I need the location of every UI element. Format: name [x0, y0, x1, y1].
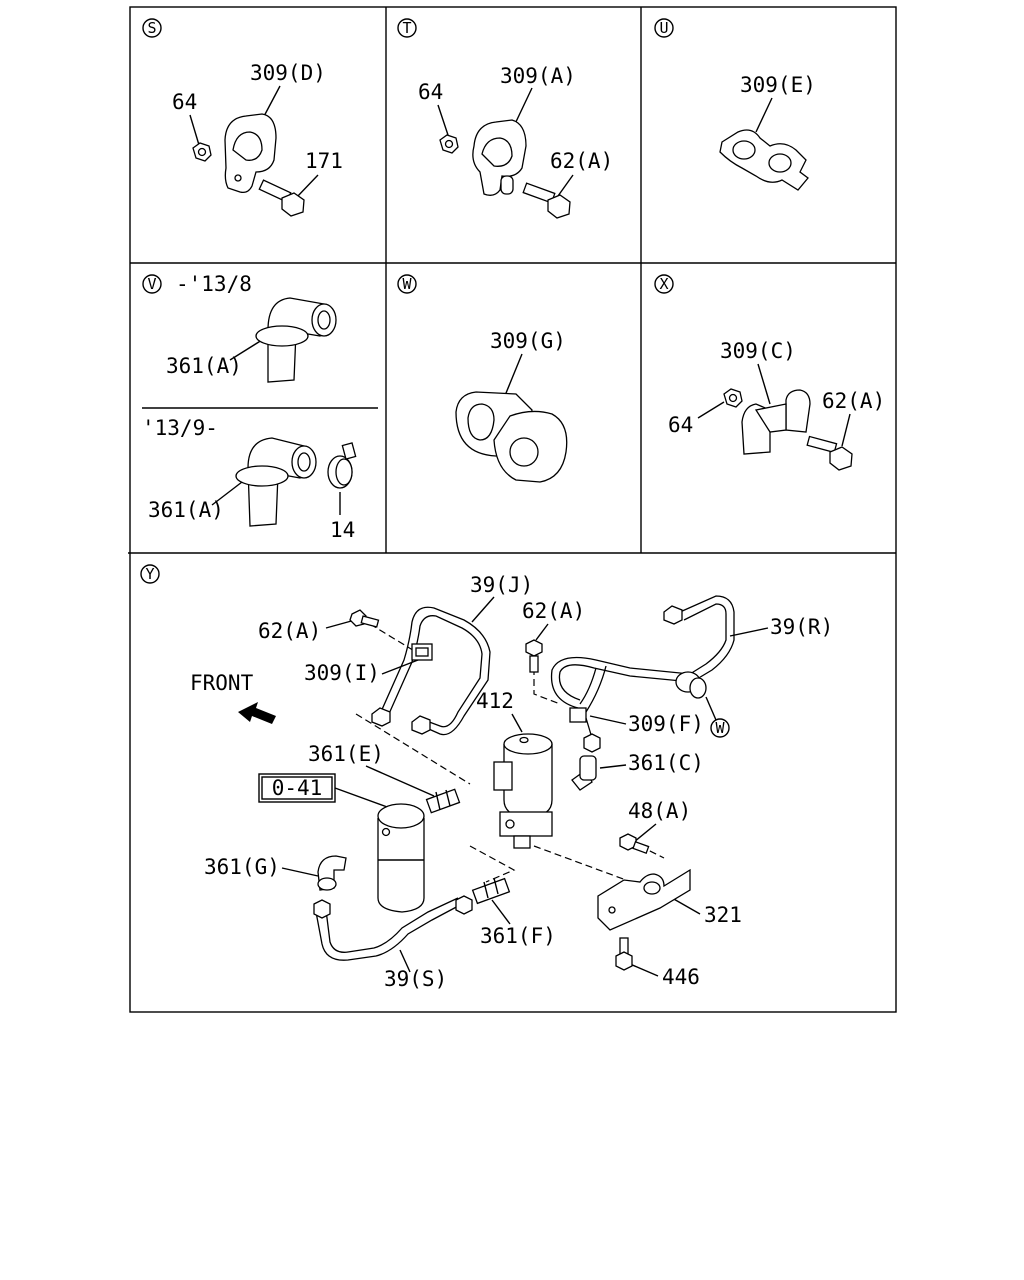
- valve-412-drawing: [493, 733, 553, 849]
- panel-y-marker: Y: [145, 565, 154, 583]
- label-64-t: 64: [418, 80, 443, 104]
- label-361f: 361(F): [480, 924, 556, 948]
- leader-lines: [281, 596, 769, 977]
- label-62a-t: 62(A): [550, 149, 613, 173]
- fitting-361a-lower-drawing: [235, 437, 317, 527]
- clip-309f-drawing: [569, 707, 601, 753]
- bolt-62a-left-drawing: [349, 609, 380, 628]
- label-39r: 39(R): [770, 615, 833, 639]
- label-309i: 309(I): [304, 661, 380, 685]
- bolt-48a-drawing: [619, 833, 650, 854]
- label-64-s: 64: [172, 90, 197, 114]
- label-361a-upper: 361(A): [166, 354, 242, 378]
- fitting-361e-drawing: [425, 788, 461, 814]
- nut-64-x-drawing: [723, 388, 743, 408]
- bolt-62a-t-drawing: [522, 182, 571, 219]
- label-309d: 309(D): [250, 61, 326, 85]
- label-39j: 39(J): [470, 573, 533, 597]
- label-62a-left: 62(A): [258, 619, 321, 643]
- bolt-62a-x-drawing: [806, 435, 853, 471]
- fitting-361a-upper-drawing: [255, 297, 337, 383]
- clip-309g-drawing: [455, 391, 568, 483]
- label-361c: 361(C): [628, 751, 704, 775]
- panel-t: T 309(A) 64 62(A): [397, 18, 613, 219]
- bolt-171-drawing: [258, 179, 305, 217]
- panel-x: X 309(C) 62(A) 64: [654, 274, 885, 471]
- label-321: 321: [704, 903, 742, 927]
- panel-v-upper-note: -'13/8: [176, 272, 252, 296]
- fitting-361c-drawing: [571, 755, 597, 791]
- pipe-39s-drawing: [313, 895, 473, 961]
- bolt-62a-mid-drawing: [525, 639, 543, 673]
- clip-309i-drawing: [411, 643, 433, 661]
- panel-u-marker: U: [659, 19, 668, 37]
- label-48a: 48(A): [628, 799, 691, 823]
- panel-y: Y FRONT 39(J) 62(A) 62(A) 39(R) 309(I) 4…: [140, 564, 833, 991]
- label-361e: 361(E): [308, 742, 384, 766]
- panel-v: V -'13/8 '13/9- 361(A) 361(A) 14: [142, 272, 357, 542]
- label-62a-x: 62(A): [822, 389, 885, 413]
- label-64-x: 64: [668, 413, 693, 437]
- panel-u: U 309(E): [654, 18, 816, 191]
- label-14: 14: [330, 518, 355, 542]
- front-arrow-icon: [238, 702, 276, 724]
- fitting-361g-drawing: [317, 855, 347, 891]
- clip-w-on-pipe-drawing: [675, 671, 707, 699]
- detail-w-marker: W: [715, 719, 725, 737]
- clip-309a-drawing: [472, 119, 527, 196]
- receiver-drier-drawing: [377, 803, 425, 913]
- panel-v-marker: V: [147, 275, 156, 293]
- pipe-39j-drawing: [371, 606, 491, 736]
- label-309a: 309(A): [500, 64, 576, 88]
- label-309f: 309(F): [628, 712, 704, 736]
- dashed-lines: [355, 623, 665, 883]
- label-361g: 361(G): [204, 855, 280, 879]
- label-412: 412: [476, 689, 514, 713]
- panel-w: W 309(G): [397, 274, 568, 483]
- label-309c: 309(C): [720, 339, 796, 363]
- panel-x-marker: X: [659, 275, 668, 293]
- label-171: 171: [305, 149, 343, 173]
- label-309g: 309(G): [490, 329, 566, 353]
- panel-t-marker: T: [402, 19, 411, 37]
- front-label: FRONT: [190, 671, 254, 695]
- bolt-446-drawing: [615, 937, 633, 971]
- label-309e: 309(E): [740, 73, 816, 97]
- label-62a-mid: 62(A): [522, 599, 585, 623]
- ref-box-label: 0-41: [272, 776, 323, 800]
- bracket-321-drawing: [597, 868, 691, 931]
- label-446: 446: [662, 965, 700, 989]
- detail-w-callout: [710, 718, 730, 738]
- grid-frame: [128, 6, 897, 1013]
- panel-v-lower-note: '13/9-: [142, 416, 218, 440]
- clamp-14-drawing: [327, 442, 357, 489]
- fitting-361f-drawing: [471, 877, 511, 905]
- clip-309d-drawing: [224, 113, 277, 194]
- panel-s: S 309(D) 64 171: [142, 18, 343, 217]
- pipe-39r-drawing: [550, 595, 735, 713]
- panel-s-marker: S: [147, 19, 156, 37]
- label-361a-lower: 361(A): [148, 498, 224, 522]
- nut-64-s-drawing: [192, 142, 212, 162]
- panel-w-marker: W: [402, 275, 412, 293]
- nut-64-t-drawing: [439, 134, 459, 154]
- clip-309c-drawing: [741, 389, 811, 455]
- label-39s: 39(S): [384, 967, 447, 991]
- clip-309e-drawing: [719, 129, 809, 191]
